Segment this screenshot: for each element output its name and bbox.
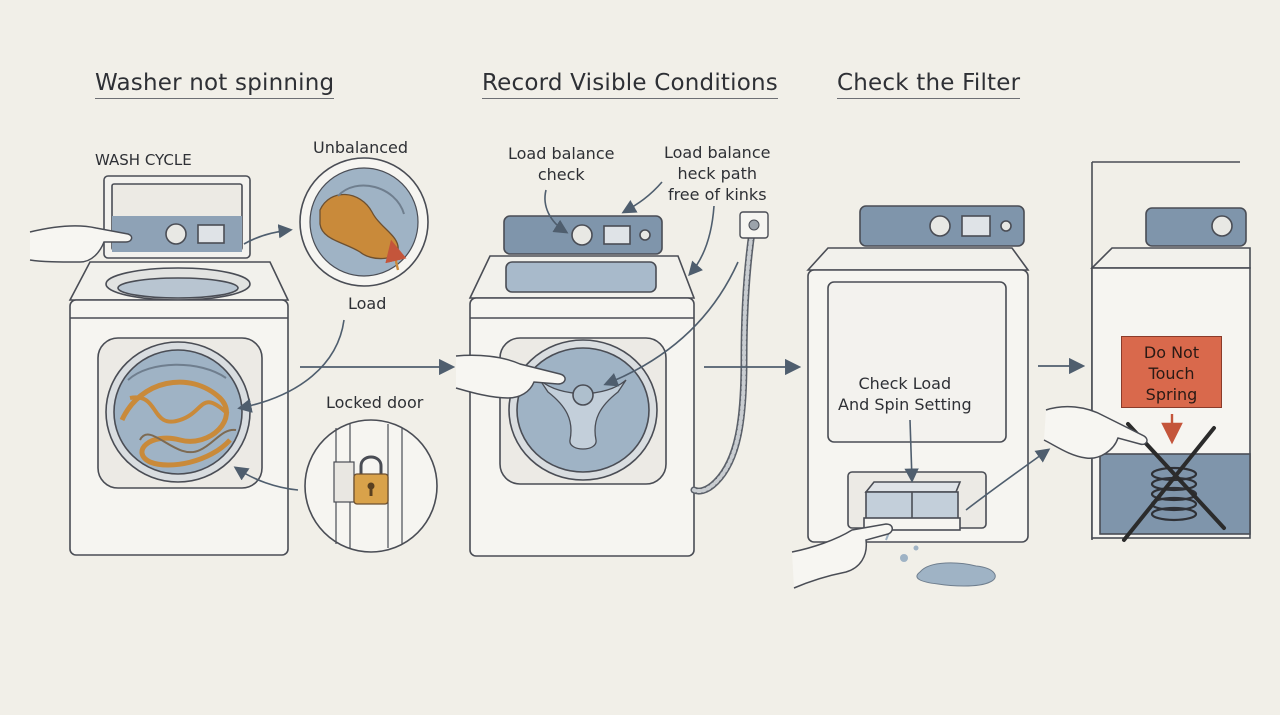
unbalanced-inset [299,157,429,287]
washer-4 [1090,161,1251,540]
title-record-visible-conditions: Record Visible Conditions [482,70,778,99]
hand-icon [791,523,893,589]
label-unbalanced: Unbalanced [313,138,408,157]
hand-icon [29,225,133,263]
label-check-load-spin: Check Load And Spin Setting [838,374,972,414]
label-wash-cycle: WASH CYCLE [95,151,192,169]
title-washer-not-spinning: Washer not spinning [95,70,335,99]
title-check-the-filter: Check the Filter [837,70,1021,99]
hand-icon [1043,405,1148,459]
label-load: Load [348,294,387,313]
washer-3 [806,205,1030,543]
warning-sign: Do Not Touch Spring [1121,336,1222,408]
washer-1 [68,175,290,556]
water-puddle-icon [916,562,996,587]
locked-door-inset [304,419,438,553]
label-hose-path: Load balance heck path free of kinks [664,143,771,204]
hand-icon [455,354,566,399]
label-load-balance-check: Load balance check [508,144,615,184]
padlock-icon [353,455,389,505]
label-locked-door: Locked door [326,393,424,412]
